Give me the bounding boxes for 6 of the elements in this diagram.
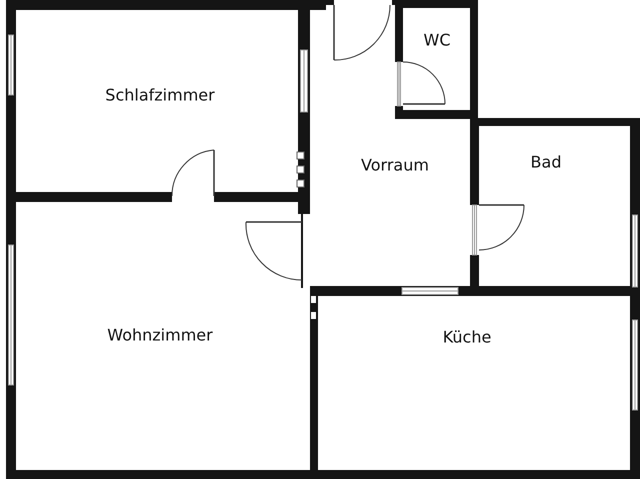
room-label: Küche: [442, 328, 492, 346]
room-label: WC: [424, 30, 450, 50]
room-label: Vorraum: [361, 156, 429, 174]
room-label: Schlafzimmer: [105, 86, 215, 104]
room-label: Wohnzimmer: [107, 326, 213, 344]
room-label: Bad: [530, 152, 562, 172]
